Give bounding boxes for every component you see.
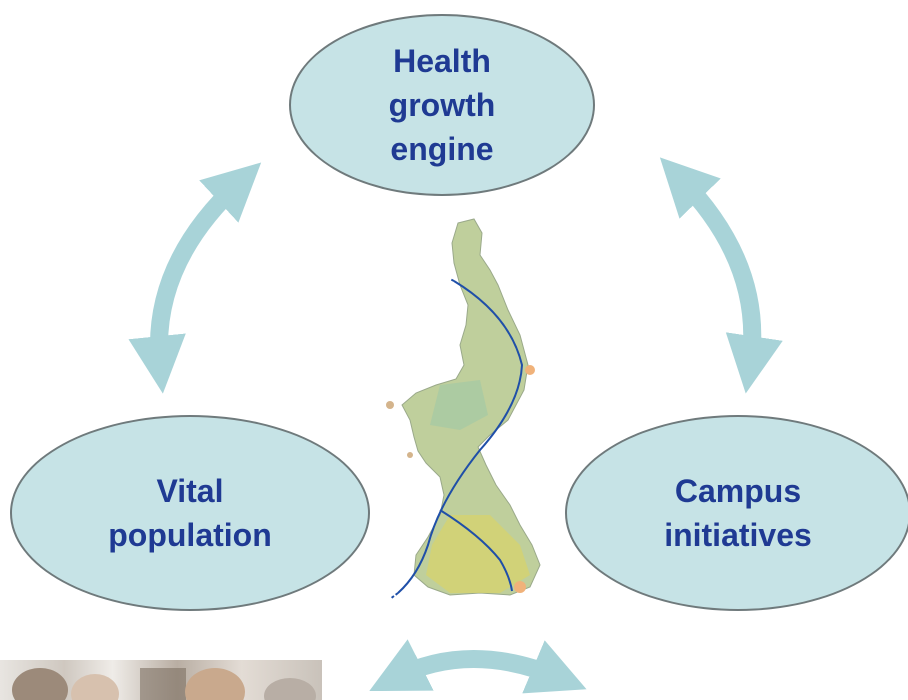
people-photo <box>0 660 322 700</box>
double-arrow-left <box>128 162 262 394</box>
node-vital-population: Vital population <box>10 415 370 611</box>
node-left-line-2: population <box>108 517 272 553</box>
map-icon <box>386 218 541 600</box>
double-arrow-right <box>659 157 783 394</box>
node-right-line-2: initiatives <box>664 517 812 553</box>
node-health-growth-engine: Health growth engine <box>289 14 595 196</box>
node-top-line-3: engine <box>390 131 494 167</box>
node-top-line-1: Health <box>393 43 491 79</box>
node-left-line-1: Vital <box>156 473 224 509</box>
node-top-line-2: growth <box>388 87 496 123</box>
double-arrow-bottom <box>369 639 587 694</box>
node-campus-initiatives: Campus initiatives <box>565 415 908 611</box>
node-right-line-1: Campus <box>674 473 802 509</box>
